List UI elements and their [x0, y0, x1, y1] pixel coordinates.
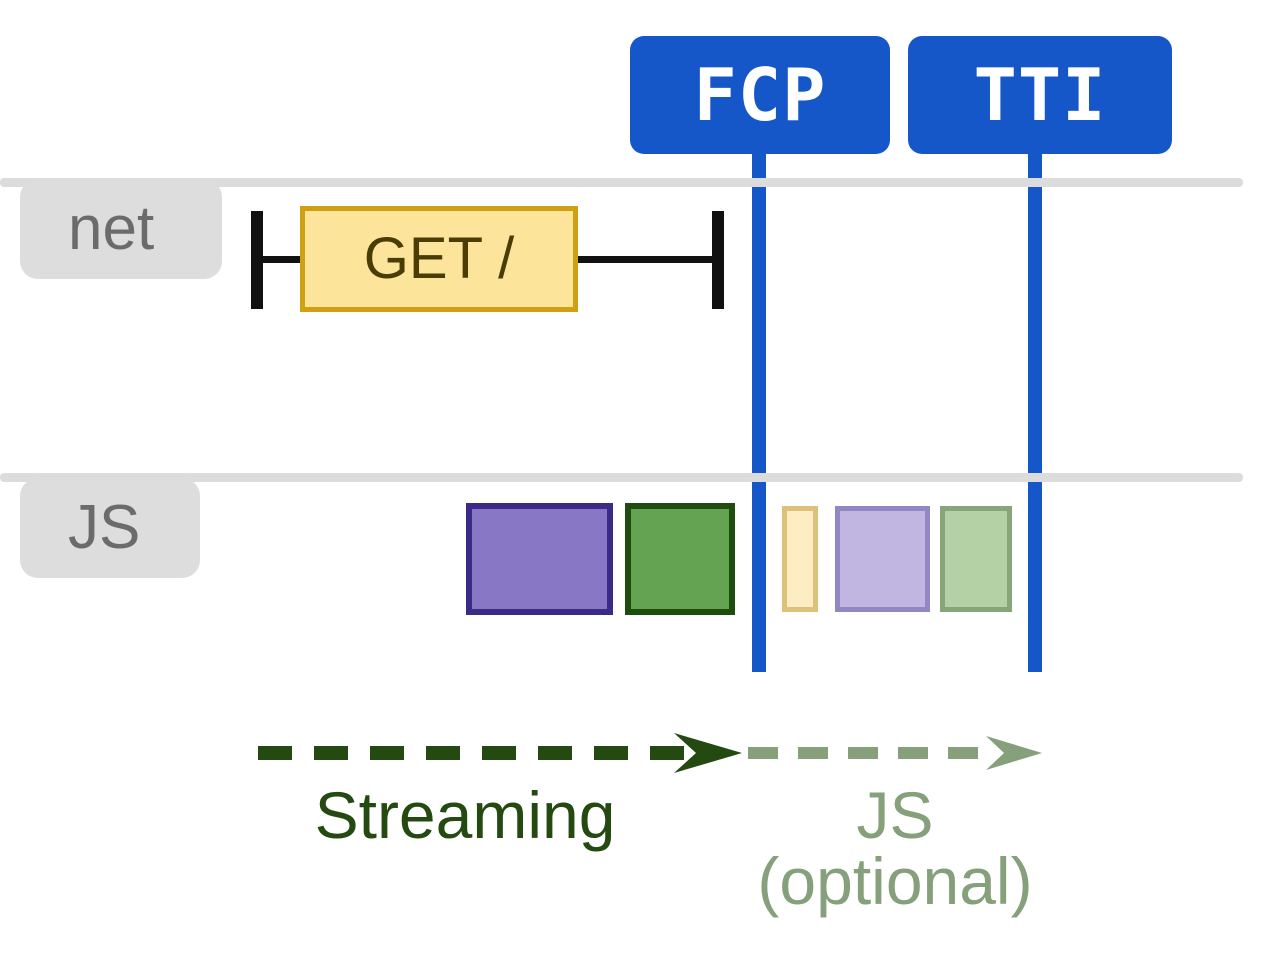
- marker-badge-fcp-label: FCP: [693, 53, 827, 137]
- phase-arrow-js-optional: [748, 736, 1042, 770]
- marker-badge-tti-label: TTI: [973, 53, 1107, 137]
- request-whisker-cap-start: [251, 211, 263, 309]
- lane-track-js: [0, 473, 1243, 482]
- marker-badge-tti: TTI: [908, 36, 1172, 154]
- phase-label-streaming: Streaming: [255, 782, 675, 848]
- phase-label-streaming-text: Streaming: [314, 778, 616, 852]
- lane-chip-net: net: [20, 179, 222, 279]
- marker-badge-fcp: FCP: [630, 36, 890, 154]
- js-task-block: [940, 506, 1012, 612]
- lane-label-js: JS: [68, 493, 141, 562]
- marker-line-fcp: [752, 148, 766, 672]
- arrow-head: [674, 733, 742, 773]
- net-request-block: GET /: [300, 206, 578, 312]
- net-request-label: GET /: [363, 226, 515, 291]
- phase-label-js-optional: JS (optional): [745, 782, 1045, 914]
- arrow-head: [986, 736, 1042, 770]
- marker-line-tti: [1028, 148, 1042, 672]
- request-whisker-cap-end: [712, 211, 724, 309]
- lane-track-net: [0, 178, 1243, 187]
- phase-label-js-line1: JS: [856, 778, 934, 852]
- js-task-block: [466, 503, 613, 615]
- js-task-block: [782, 506, 818, 612]
- js-task-block: [835, 506, 930, 612]
- lane-chip-js: JS: [20, 478, 200, 578]
- phase-arrow-streaming: [258, 733, 742, 773]
- js-task-block: [625, 503, 735, 615]
- lane-label-net: net: [68, 194, 155, 263]
- phase-label-js-line2: (optional): [757, 844, 1033, 918]
